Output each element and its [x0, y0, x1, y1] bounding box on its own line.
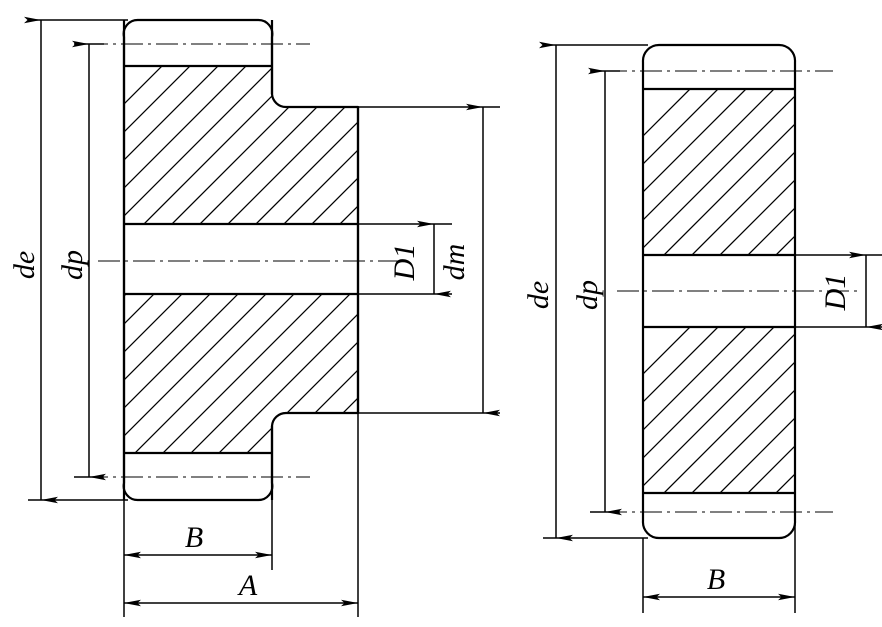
section-hatching-lower-right [643, 327, 795, 493]
dim-label-left-de: de [8, 251, 41, 279]
right-gear-view: de dp D1 B [522, 41, 882, 613]
dim-label-right-D1: D1 [819, 274, 852, 312]
dim-label-right-B: B [707, 563, 725, 596]
dim-label-left-dm: dm [438, 244, 471, 281]
dim-label-left-B: B [185, 521, 203, 554]
section-hatching-upper-right [643, 89, 795, 255]
dim-label-right-dp: dp [571, 280, 604, 310]
section-hatching-upper-left [124, 66, 358, 224]
dim-label-left-D1: D1 [388, 244, 421, 282]
dim-label-left-dp: dp [56, 250, 89, 280]
dim-label-right-de: de [522, 281, 555, 309]
dim-label-left-A: A [237, 569, 258, 602]
